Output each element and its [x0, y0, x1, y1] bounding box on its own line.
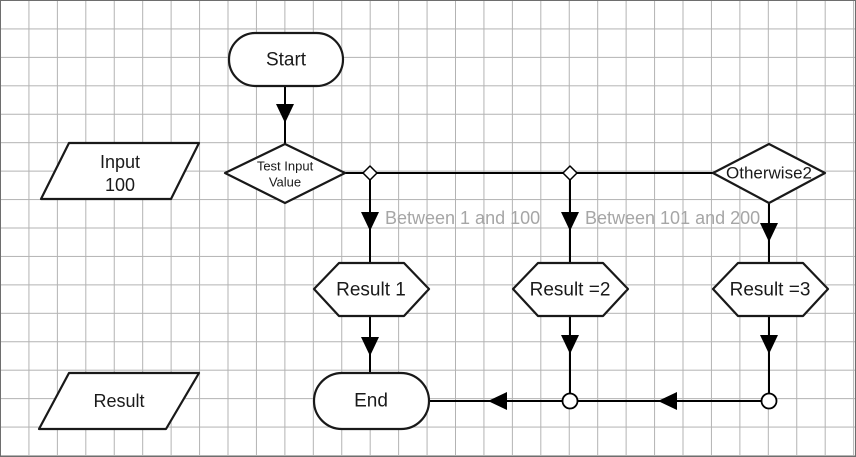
connector-result1-to-end[interactable] [361, 316, 379, 372]
connector-branch2-to-result2[interactable] [561, 173, 579, 262]
result2-label: Result =2 [530, 280, 611, 301]
arrowhead-left-icon [658, 392, 677, 410]
connector-junctions-to-end[interactable] [429, 392, 769, 410]
result3-label: Result =3 [730, 280, 811, 301]
connector-otherwise-to-result3[interactable] [760, 203, 778, 262]
arrowhead-down-icon [561, 335, 579, 354]
edge-label-between-101-200: Between 101 and 200 [585, 208, 760, 228]
result-data-node[interactable]: Result [37, 371, 201, 431]
otherwise-label: Otherwise2 [726, 164, 812, 183]
otherwise-decision[interactable]: Otherwise2 [711, 142, 827, 205]
test-input-label-line1: Test Input [257, 159, 314, 174]
connector-branch1-to-result1[interactable] [361, 173, 379, 262]
junction-circle-2[interactable] [760, 392, 778, 410]
connector-result2-to-junction[interactable] [561, 316, 579, 400]
result1-node[interactable]: Result 1 [312, 261, 431, 318]
test-input-decision[interactable]: Test Input Value [223, 142, 347, 205]
input-label-line2: 100 [105, 175, 135, 195]
input-data-node[interactable]: Input 100 [39, 141, 201, 201]
arrowhead-left-icon [488, 392, 507, 410]
result-io-label: Result [93, 391, 144, 411]
arrowhead-down-icon [361, 337, 379, 356]
branch-point-diamond-2[interactable] [562, 165, 578, 181]
branch-point-diamond-1[interactable] [362, 165, 378, 181]
start-node[interactable]: Start [227, 31, 345, 88]
arrowhead-down-icon [561, 212, 579, 231]
junction-circle-1[interactable] [561, 392, 579, 410]
arrowhead-down-icon [276, 104, 294, 123]
arrowhead-down-icon [361, 212, 379, 231]
connector-result3-to-junction[interactable] [760, 316, 778, 400]
end-node[interactable]: End [312, 371, 431, 431]
result1-label: Result 1 [336, 280, 406, 301]
arrowhead-down-icon [760, 223, 778, 242]
result3-node[interactable]: Result =3 [711, 261, 830, 318]
end-label: End [354, 391, 388, 412]
start-label: Start [266, 50, 307, 71]
test-input-label-line2: Value [269, 175, 301, 190]
result2-node[interactable]: Result =2 [511, 261, 630, 318]
edge-label-between-1-100: Between 1 and 100 [385, 208, 540, 228]
connector-start-to-test[interactable] [276, 86, 294, 144]
input-label-line1: Input [100, 152, 140, 172]
arrowhead-down-icon [760, 335, 778, 354]
